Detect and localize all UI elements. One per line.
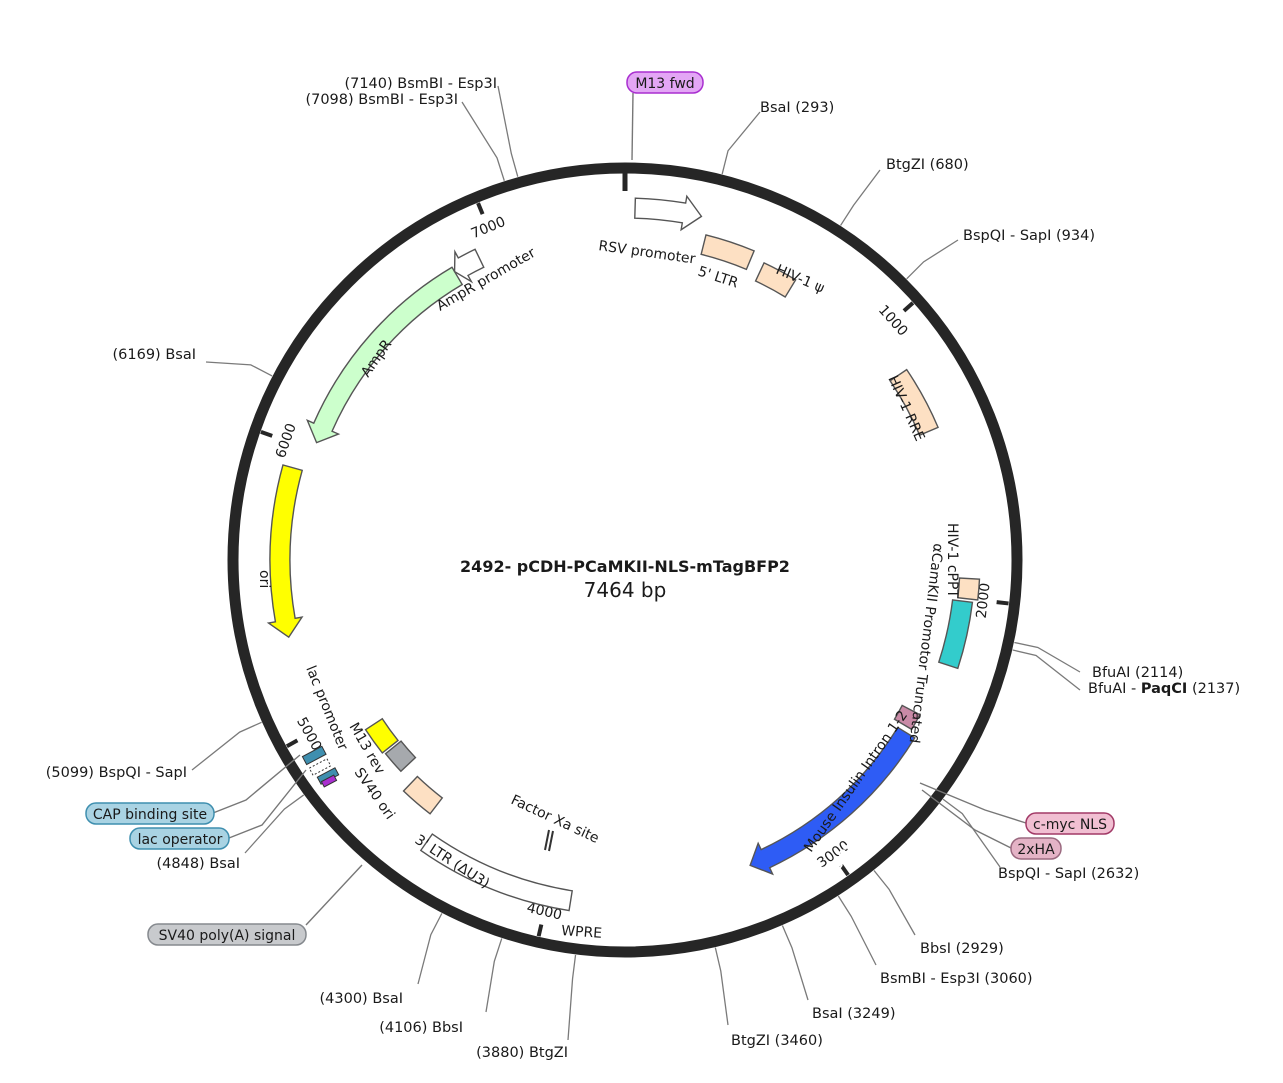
feature-hiv1-psi bbox=[754, 261, 797, 298]
site-label-bsmbi-3060: BsmBI - Esp3I (3060) bbox=[880, 971, 1033, 987]
site-leader-bsmbi-7098 bbox=[461, 101, 505, 181]
site-label-bspqi-934: BspQI - SapI (934) bbox=[963, 228, 1095, 244]
plasmid-length: 7464 bp bbox=[584, 578, 667, 602]
site-leader-bspqi-934 bbox=[906, 239, 959, 280]
site-label-bsai-293: BsaI (293) bbox=[760, 100, 834, 116]
badge-cap-binding-site: CAP binding site bbox=[85, 754, 301, 825]
tick-mark bbox=[996, 600, 1009, 606]
site-label-bspqi-5099: (5099) BspQI - SapI bbox=[46, 765, 187, 781]
feature-rsv-promoter bbox=[634, 194, 703, 232]
feature-mouse-insulin-intron bbox=[893, 704, 921, 731]
site-leader-bsmbi-7140 bbox=[497, 85, 519, 177]
svg-text:M13 fwd: M13 fwd bbox=[635, 76, 694, 92]
restriction-sites-layer: BsaI (293) BtgZI (680) BspQI - SapI (934) B… bbox=[46, 76, 1240, 1061]
site-label-bsmbi-7098: (7098) BsmBI - Esp3I bbox=[305, 92, 458, 108]
feature-mtagbfp2 bbox=[749, 726, 916, 876]
site-label-btgzi-3460: BtgZI (3460) bbox=[731, 1033, 823, 1049]
site-label-bspqi-2632: BspQI - SapI (2632) bbox=[998, 866, 1139, 882]
feature-ampr bbox=[306, 266, 464, 444]
feature-5-ltr bbox=[700, 234, 756, 271]
feature-badges: M13 fwd c-myc NLS 2xHA CAP binding site … bbox=[85, 71, 1115, 946]
site-leader-bsmbi-3060 bbox=[837, 895, 877, 966]
site-leader-bspqi-2632 bbox=[942, 798, 1001, 868]
site-label-btgzi-3880: (3880) BtgZI bbox=[476, 1045, 568, 1061]
site-label-bfuai-2114: BfuAI (2114) bbox=[1092, 665, 1183, 681]
feature-label-wpre: WPRE bbox=[561, 923, 603, 942]
tick-mark bbox=[902, 301, 915, 313]
tick-mark bbox=[285, 738, 299, 748]
feature-wpre bbox=[419, 833, 574, 912]
feature-label-5-ltr: 5' LTR bbox=[696, 264, 741, 292]
badge-m13-fwd: M13 fwd bbox=[626, 71, 704, 161]
feature-sv40-ori-box bbox=[384, 740, 417, 773]
site-leader-btgzi-3880 bbox=[567, 954, 577, 1041]
factor-xa-site: Factor Xa site bbox=[508, 792, 601, 852]
cap-binding-box bbox=[301, 745, 327, 766]
tick-label: 6000 bbox=[273, 421, 300, 460]
site-leader-bsai-6169 bbox=[205, 361, 273, 377]
feature-ampr-promoter bbox=[453, 248, 485, 284]
site-label-bsai-4300: (4300) BsaI bbox=[320, 991, 404, 1007]
tick-mark bbox=[260, 429, 273, 438]
lac-operator-box bbox=[308, 758, 332, 776]
factor-xa-label: Factor Xa site bbox=[508, 792, 601, 847]
tick-mark bbox=[536, 924, 544, 937]
feature-label-camkii-promoter: αCamKII Promotor Truncated bbox=[906, 543, 946, 744]
site-leader-bbsi-2929 bbox=[873, 870, 916, 936]
feature-sv40-ori bbox=[364, 717, 399, 754]
badge-sv40-polya: SV40 poly(A) signal bbox=[147, 864, 363, 946]
tick-mark bbox=[476, 202, 485, 215]
site-label-bbsi-2929: BbsI (2929) bbox=[920, 941, 1004, 957]
site-label-bbsi-4106: (4106) BbsI bbox=[379, 1020, 463, 1036]
site-label-bfuai-2137: BfuAI - PaqCI (2137) bbox=[1088, 681, 1240, 697]
feature-hiv1-cppt bbox=[957, 577, 981, 601]
site-leader-bfuai-2137 bbox=[1012, 649, 1081, 691]
site-label-btgzi-680: BtgZI (680) bbox=[886, 157, 969, 173]
site-label-bsai-4848: (4848) BsaI bbox=[157, 856, 241, 872]
feature-label-rsv-promoter: RSV promoter bbox=[597, 238, 696, 267]
site-leader-bsai-4300 bbox=[417, 913, 443, 985]
plasmid-name: 2492- pCDH-PCaMKII-NLS-mTagBFP2 bbox=[460, 557, 790, 576]
tick-label: 7000 bbox=[469, 214, 508, 242]
feature-hiv1-rre bbox=[889, 368, 939, 437]
site-leader-bbsi-4106 bbox=[485, 938, 503, 1013]
feature-label-ori: ori bbox=[256, 570, 272, 588]
svg-text:c-myc NLS: c-myc NLS bbox=[1033, 817, 1107, 833]
svg-text:2xHA: 2xHA bbox=[1017, 842, 1055, 858]
site-label-bsai-3249: BsaI (3249) bbox=[812, 1006, 896, 1022]
tick-mark bbox=[839, 864, 850, 877]
site-leader-bfuai-2114 bbox=[1014, 641, 1081, 673]
site-leader-bsai-293 bbox=[721, 111, 761, 175]
badge-lac-operator: lac operator bbox=[129, 769, 307, 850]
plasmid-backbone bbox=[227, 162, 1023, 958]
site-label-bsmbi-7140: (7140) BsmBI - Esp3I bbox=[344, 76, 497, 92]
site-label-post: (2137) bbox=[1187, 681, 1240, 697]
svg-text:CAP binding site: CAP binding site bbox=[93, 807, 207, 823]
site-label-bold: PaqCI bbox=[1141, 681, 1187, 697]
svg-text:SV40 poly(A) signal: SV40 poly(A) signal bbox=[159, 928, 296, 944]
feature-ori bbox=[266, 464, 304, 639]
site-leader-bspqi-5099 bbox=[191, 721, 262, 771]
site-label-bsai-6169: (6169) BsaI bbox=[113, 347, 197, 363]
site-label-pre: BfuAI - bbox=[1088, 681, 1141, 697]
feature-3-ltr bbox=[402, 775, 444, 815]
feature-label-hiv1-cppt: HIV-1 cPPT bbox=[944, 523, 960, 598]
site-leader-btgzi-3460 bbox=[714, 947, 729, 1026]
site-leader-bsai-4848 bbox=[244, 794, 305, 854]
badge-c-myc-nls: c-myc NLS bbox=[919, 782, 1115, 835]
feature-camkii-promoter bbox=[937, 599, 974, 670]
svg-text:lac operator: lac operator bbox=[138, 832, 223, 848]
site-leader-bsai-3249 bbox=[781, 925, 809, 1001]
badge-2xha: 2xHA bbox=[921, 789, 1062, 860]
m13-rev-purple bbox=[320, 774, 338, 788]
site-leader-btgzi-680 bbox=[840, 169, 881, 226]
